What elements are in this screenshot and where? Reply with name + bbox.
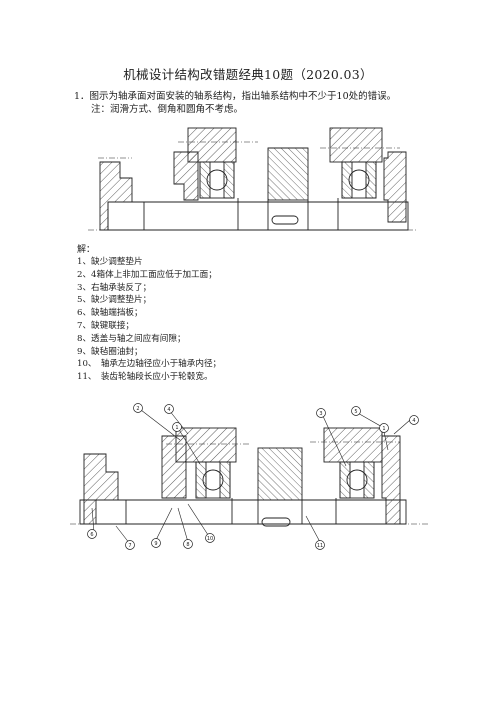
callout-label: 11 — [317, 543, 323, 549]
callout-3 — [316, 408, 326, 418]
shaft-figure-original — [88, 127, 418, 231]
question-note: 注：润滑方式、倒角和圆角不考虑。 — [91, 104, 244, 115]
callout-label: 9 — [154, 541, 157, 547]
callout-label: 2 — [136, 406, 139, 412]
answer-list: 1、缺少调整垫片 2、4箱体上非加工面应低于加工面； 3、右轴承装反了； 5、缺… — [77, 256, 221, 384]
document-title: 机械设计结构改错题经典10题（2020.03） — [123, 67, 373, 82]
callout-label: 1 — [382, 426, 385, 432]
callout-1 — [379, 423, 389, 433]
callout-label: 1 — [175, 425, 178, 431]
answer-item: 5、缺少调整垫片； — [77, 295, 152, 306]
callout-11 — [315, 540, 325, 550]
answer-item: 10、 轴承左边轴径应小于轴承内径； — [77, 359, 222, 370]
callout-label: 6 — [90, 532, 93, 538]
answer-item: 11、 装齿轮轴段长应小于轮毂宽。 — [77, 372, 213, 383]
question-text: 1．图示为轴承面对面安装的轴系结构，指出轴系结构中不少于10处的错误。 — [74, 91, 397, 102]
callout-label: 10 — [207, 536, 213, 542]
callout-2 — [133, 403, 143, 413]
callout-label: 4 — [167, 407, 170, 413]
solution-label: 解： — [77, 245, 96, 255]
answer-item: 7、缺键联接； — [77, 320, 135, 331]
answer-item: 2、4箱体上非加工面应低于加工面； — [77, 269, 217, 280]
callout-6 — [87, 529, 97, 539]
callout-10 — [205, 533, 215, 543]
shaft-figure-annotated: 2 4 1 3 5 1 4 6 7 9 8 10 11 — [70, 403, 430, 550]
callout-4 — [409, 415, 419, 425]
callout-label: 7 — [128, 543, 131, 549]
answer-item: 3、右轴承装反了； — [77, 282, 152, 293]
callout-5 — [351, 406, 361, 416]
callout-7 — [125, 540, 135, 550]
callout-label: 8 — [186, 542, 189, 548]
answer-item: 1、缺少调整垫片 — [77, 257, 143, 267]
callout-label: 4 — [412, 418, 415, 424]
callout-1 — [172, 422, 182, 432]
callout-label: 3 — [319, 411, 322, 417]
callout-9 — [151, 538, 161, 548]
callout-4 — [164, 404, 174, 414]
answer-item: 6、缺轴端挡板； — [77, 308, 143, 319]
answer-item: 9、缺毡圈油封； — [77, 346, 143, 357]
callout-label: 5 — [354, 409, 357, 415]
answer-item: 8、透盖与轴之间应有间隙； — [77, 333, 186, 344]
callout-8 — [183, 539, 193, 549]
